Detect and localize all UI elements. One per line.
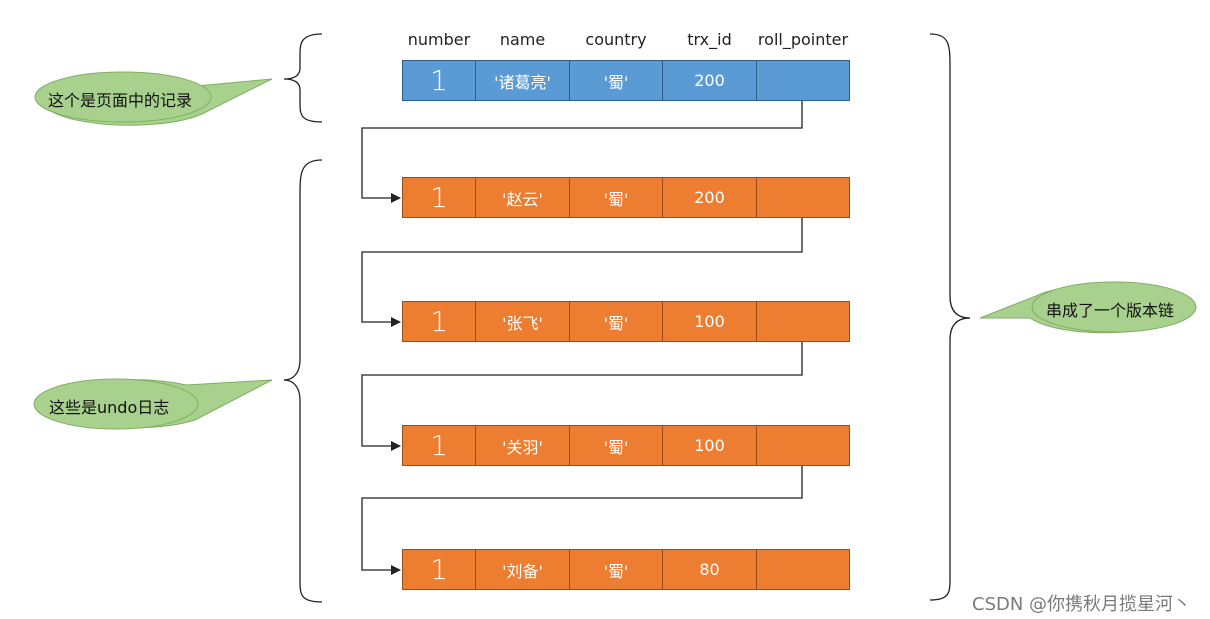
cell-number: 1 <box>402 549 476 590</box>
version-chain-brace <box>929 33 971 601</box>
version-chain-callout-body <box>1031 281 1197 333</box>
column-header-name: name <box>499 30 546 49</box>
cell-roll-pointer <box>756 425 850 466</box>
undo-record-row: 1 '关羽' '蜀' 100 <box>402 425 850 466</box>
undo-logs-callout: 这些是undo日志 <box>49 398 170 417</box>
cell-roll-pointer <box>756 301 850 342</box>
column-header-trx-id: trx_id <box>687 30 732 49</box>
cell-name: '赵云' <box>475 177 570 218</box>
page-record-callout: 这个是页面中的记录 <box>48 91 193 110</box>
column-header-country: country <box>585 30 647 49</box>
cell-number: 1 <box>402 301 476 342</box>
column-header-number: number <box>407 30 471 49</box>
cell-trx-id: 100 <box>662 425 757 466</box>
roll-pointer-link <box>361 322 803 451</box>
cell-trx-id: 100 <box>662 301 757 342</box>
csdn-watermark: CSDN @你携秋月揽星河丶 <box>972 594 1192 615</box>
cell-number: 1 <box>402 177 476 218</box>
cell-trx-id: 200 <box>662 177 757 218</box>
undo-record-row: 1 '刘备' '蜀' 80 <box>402 549 850 590</box>
cell-roll-pointer <box>756 549 850 590</box>
cell-number: 1 <box>402 425 476 466</box>
cell-roll-pointer <box>756 60 850 101</box>
undo-record-row: 1 '张飞' '蜀' 100 <box>402 301 850 342</box>
undo-logs-brace <box>283 159 323 603</box>
undo-logs-callout-body <box>33 378 199 430</box>
column-header-roll-pointer: roll_pointer <box>757 30 849 49</box>
cell-name: '刘备' <box>475 549 570 590</box>
cell-name: '张飞' <box>475 301 570 342</box>
page-record-row: 1 '诸葛亮' '蜀' 200 <box>402 60 850 101</box>
cell-country: '蜀' <box>569 60 663 101</box>
cell-number: 1 <box>402 60 476 101</box>
version-chain-callout: 串成了一个版本链 <box>1046 301 1175 320</box>
cell-country: '蜀' <box>569 301 663 342</box>
cell-trx-id: 80 <box>662 549 757 590</box>
cell-trx-id: 200 <box>662 60 757 101</box>
cell-name: '诸葛亮' <box>475 60 570 101</box>
cell-country: '蜀' <box>569 549 663 590</box>
cell-country: '蜀' <box>569 425 663 466</box>
cell-roll-pointer <box>756 177 850 218</box>
cell-name: '关羽' <box>475 425 570 466</box>
roll-pointer-link <box>361 84 803 203</box>
cell-country: '蜀' <box>569 177 663 218</box>
page-record-callout-body <box>34 71 212 123</box>
undo-record-row: 1 '赵云' '蜀' 200 <box>402 177 850 218</box>
roll-pointer-link <box>361 446 803 575</box>
page-record-brace <box>283 33 323 123</box>
roll-pointer-link <box>361 198 803 327</box>
